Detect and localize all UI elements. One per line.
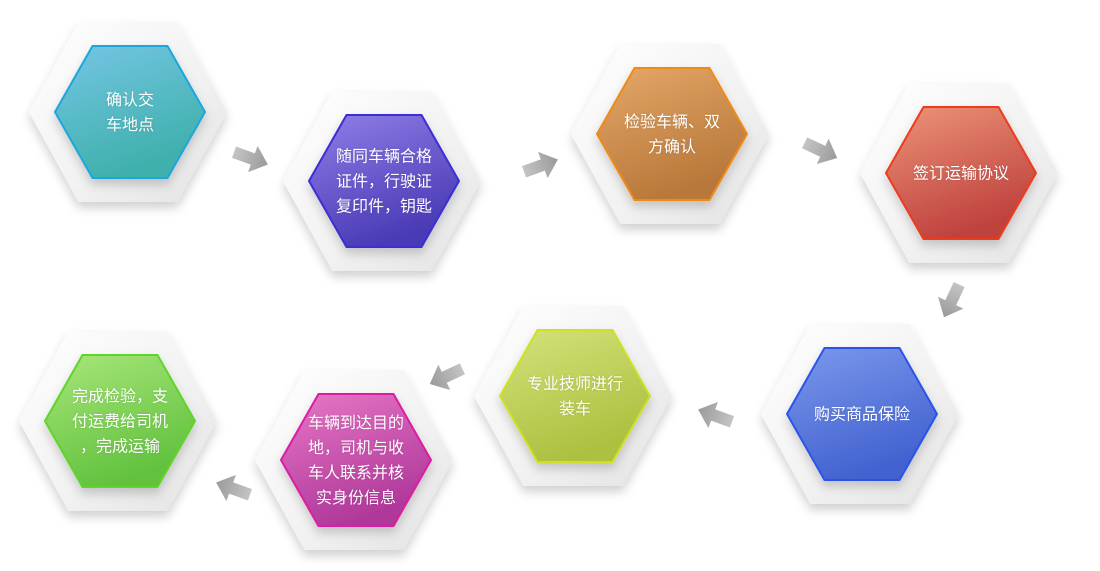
inner-hexagon bbox=[44, 354, 196, 488]
step-label-line: 复印件，钥匙 bbox=[335, 196, 432, 216]
inner-hexagon bbox=[308, 114, 460, 248]
step-label-line: 专业技师进行 bbox=[526, 374, 623, 393]
step-node-7 bbox=[255, 370, 453, 550]
step-label-line: 地，司机与收 bbox=[307, 438, 404, 457]
inner-hexagon bbox=[280, 393, 432, 527]
step-label-3: 检验车辆、双方确认 bbox=[607, 109, 737, 159]
step-label-line: 随同车辆合格 bbox=[335, 146, 432, 166]
step-node-1 bbox=[29, 22, 227, 202]
step-label-line: 证件，行驶证 bbox=[335, 171, 432, 191]
step-node-6 bbox=[474, 306, 672, 486]
step-label-1: 确认交车地点 bbox=[65, 87, 195, 137]
flow-arrow-icon bbox=[698, 401, 735, 429]
step-node-4 bbox=[860, 83, 1058, 263]
step-label-line: ，完成运输 bbox=[79, 436, 160, 456]
step-label-line: 检验车辆、双 bbox=[623, 112, 720, 131]
step-label-line: 确认交 bbox=[105, 90, 154, 109]
step-label-line: 付运费给司机 bbox=[71, 411, 168, 431]
inner-hexagon bbox=[499, 329, 651, 463]
flow-arrow-icon bbox=[429, 363, 465, 390]
step-label-line: 车地点 bbox=[105, 115, 154, 134]
step-label-line: 签订运输协议 bbox=[912, 163, 1009, 183]
step-label-4: 签订运输协议 bbox=[896, 161, 1026, 186]
step-label-line: 装车 bbox=[558, 399, 591, 418]
inner-hexagon bbox=[596, 67, 748, 201]
step-label-line: 购买商品保险 bbox=[813, 404, 910, 424]
step-label-8: 完成检验，支付运费给司机 ，完成运输 bbox=[55, 384, 185, 459]
step-node-2 bbox=[283, 91, 481, 271]
step-label-2: 随同车辆合格证件，行驶证复印件，钥匙 bbox=[319, 144, 449, 219]
inner-hexagon bbox=[786, 347, 938, 481]
flow-arrow-icon bbox=[231, 145, 268, 173]
step-label-7: 车辆到达目的地，司机与收车人联系并核实身份信息 bbox=[291, 410, 421, 510]
step-label-line: 车辆到达目的 bbox=[307, 413, 404, 432]
flow-arrow-icon bbox=[216, 474, 253, 502]
step-node-3 bbox=[571, 44, 769, 224]
step-label-6: 专业技师进行装车 bbox=[510, 371, 640, 421]
step-node-8 bbox=[19, 331, 217, 511]
flow-arrow-icon bbox=[521, 151, 558, 179]
step-label-line: 实身份信息 bbox=[315, 488, 396, 507]
step-node-5 bbox=[761, 324, 959, 504]
step-label-line: 方确认 bbox=[647, 137, 696, 156]
inner-hexagon bbox=[54, 45, 206, 179]
inner-hexagon bbox=[885, 106, 1037, 240]
step-label-line: 完成检验，支 bbox=[71, 386, 168, 406]
flow-arrow-icon bbox=[802, 137, 838, 164]
flow-arrow-icon bbox=[938, 282, 965, 318]
step-label-5: 购买商品保险 bbox=[797, 402, 927, 427]
step-label-line: 车人联系并核 bbox=[307, 463, 404, 482]
